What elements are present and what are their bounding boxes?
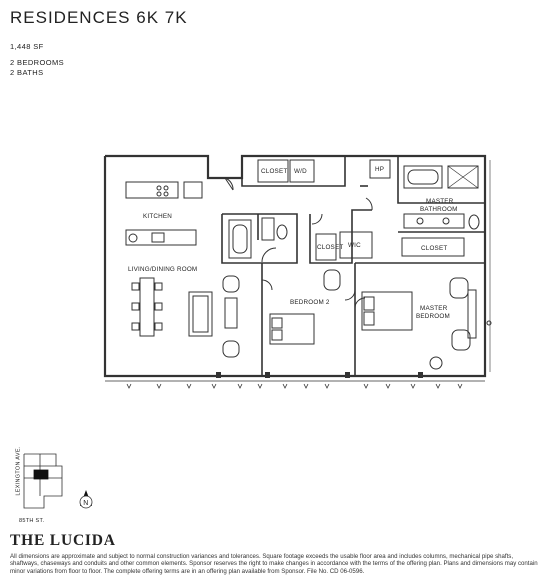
label-wd: W/D — [294, 168, 307, 175]
label-master-bathroom-2: BATHROOM — [420, 206, 458, 213]
walk-in-closet — [339, 231, 373, 259]
square-footage: 1,448 SF — [10, 42, 44, 51]
north-arrow: N — [79, 490, 93, 509]
toilet — [276, 224, 288, 240]
refrigerator — [183, 181, 203, 199]
label-entry-closet: CLOSET — [261, 168, 287, 175]
label-kitchen: KITCHEN — [143, 213, 172, 220]
washer-dryer — [289, 159, 315, 183]
key-plan — [23, 453, 63, 509]
label-hp: HP — [375, 166, 384, 173]
street-label-85th: 85TH ST. — [19, 518, 45, 524]
label-master-closet: CLOSET — [421, 245, 447, 252]
kitchen-counter — [125, 181, 179, 199]
dresser — [467, 289, 477, 339]
lounge-chairs — [222, 275, 240, 358]
north-label: N — [83, 500, 88, 507]
keyplan-unit-highlight — [33, 469, 49, 480]
master-chair-2 — [451, 329, 471, 351]
label-bedroom-2: BEDROOM 2 — [290, 299, 330, 306]
bedroom-count: 2 BEDROOMS — [10, 58, 65, 67]
master-bed — [361, 291, 413, 331]
label-wic: WIC — [348, 242, 361, 249]
label-hall-closet: CLOSET — [317, 244, 343, 251]
entry-closet — [257, 159, 289, 183]
kitchen-island — [125, 229, 197, 246]
dining-table — [131, 277, 163, 337]
bedroom-2-chair — [323, 269, 341, 291]
exterior-wall — [103, 154, 487, 378]
street-label-lexington: LEXINGTON AVE. — [15, 446, 22, 496]
heat-pump — [369, 159, 391, 179]
hall-closet — [315, 233, 337, 261]
round-table — [429, 356, 443, 370]
bath-count: 2 BATHS — [10, 68, 44, 77]
sofa — [188, 291, 213, 337]
label-living-dining: LIVING/DINING ROOM — [128, 266, 197, 273]
label-master-bathroom-1: MASTER — [426, 198, 454, 205]
bedroom-2-bed — [269, 313, 315, 345]
vanity — [261, 217, 275, 241]
label-master-bedroom-1: MASTER — [420, 305, 448, 312]
page-title: RESIDENCES 6K 7K — [10, 8, 188, 27]
master-closet — [401, 237, 465, 257]
label-master-bedroom-2: BEDROOM — [416, 313, 450, 320]
master-bath-fixtures — [403, 165, 480, 230]
legal-disclaimer: All dimensions are approximate and subje… — [10, 553, 538, 575]
bathtub — [228, 219, 252, 259]
master-chair-1 — [449, 277, 469, 299]
brand-logo: THE LUCIDA — [10, 532, 116, 549]
